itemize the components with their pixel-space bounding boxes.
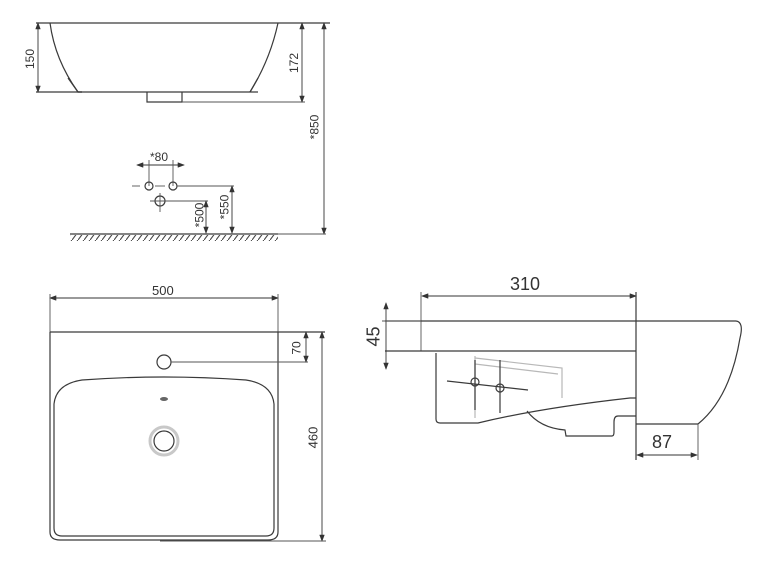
dim-depth: 460	[305, 426, 321, 449]
supply-fixing-icon	[470, 377, 480, 387]
overflow-icon	[160, 397, 168, 401]
dim-tap-hole-offset: 70	[289, 341, 304, 355]
dim-supply-height: *550	[217, 194, 232, 220]
dim-tap-spacing: *80	[150, 150, 169, 164]
drain-icon	[153, 430, 175, 452]
connection-detail-view	[70, 160, 326, 241]
dim-width: 500	[152, 283, 174, 298]
floor-hatch	[70, 235, 278, 241]
dim-mounting-height: *850	[307, 114, 322, 140]
drain-outer-ring	[148, 425, 180, 457]
tap-hole-icon	[156, 354, 172, 370]
dim-basin-height: 150	[23, 48, 38, 70]
waste-fixing-icon	[495, 383, 505, 393]
side-section-view	[382, 292, 742, 460]
plan-view	[49, 294, 326, 542]
dim-fixing-depth: 310	[510, 274, 541, 294]
dim-rim-thickness: 45	[363, 326, 384, 347]
dim-drain-height: *500	[192, 202, 207, 228]
front-elevation-view	[35, 22, 330, 235]
cold-supply-icon	[144, 181, 154, 191]
dim-overall-height: 172	[287, 52, 302, 74]
dim-bowl-projection: 87	[652, 432, 673, 452]
